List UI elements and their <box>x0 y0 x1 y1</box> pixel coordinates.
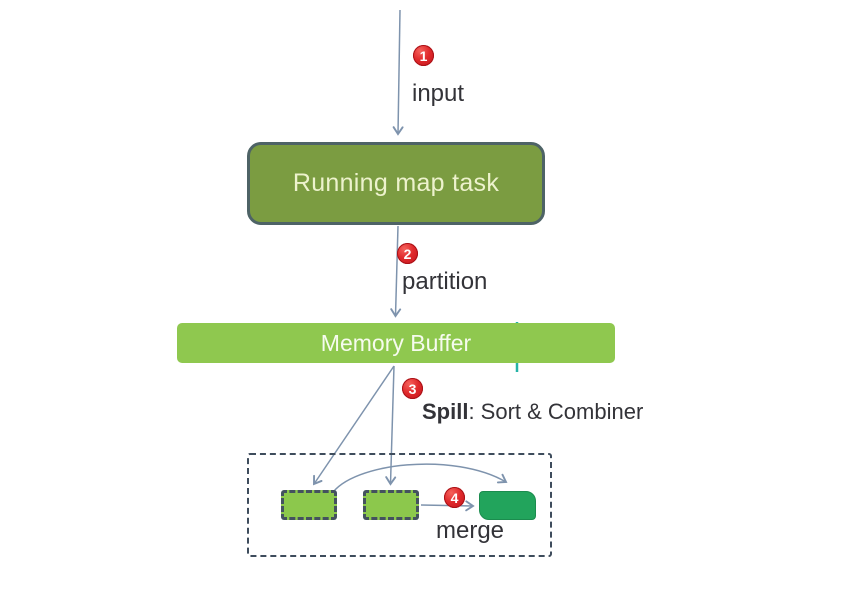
partition-label: partition <box>402 268 488 295</box>
spill-label-rest: : Sort & Combiner <box>468 399 644 424</box>
step-1-badge: 1 <box>413 45 434 66</box>
spill-label: Spill: Sort & Combiner <box>422 399 643 425</box>
input-label: input <box>412 80 465 107</box>
merge-group-container <box>247 453 552 557</box>
running-map-task-label: Running map task <box>292 169 500 197</box>
merge-label: merge <box>436 517 505 544</box>
partition-arrow <box>390 225 402 318</box>
spill-file-1 <box>281 490 337 520</box>
step-2-badge: 2 <box>397 243 418 264</box>
step-3-badge: 3 <box>402 378 423 399</box>
merged-file <box>479 491 536 520</box>
memory-buffer-node: Memory Buffer <box>177 323 615 363</box>
input-arrow <box>392 9 404 136</box>
spill-file-2 <box>363 490 419 520</box>
memory-buffer-label: Memory Buffer <box>320 329 472 356</box>
spill-arrow-left <box>313 365 395 486</box>
step-4-badge: 4 <box>444 487 465 508</box>
merge-arc-arrow <box>330 463 508 496</box>
spill-label-bold: Spill <box>422 399 469 424</box>
spill-arrow-right <box>385 365 397 486</box>
running-map-task-node: Running map task <box>247 142 545 225</box>
